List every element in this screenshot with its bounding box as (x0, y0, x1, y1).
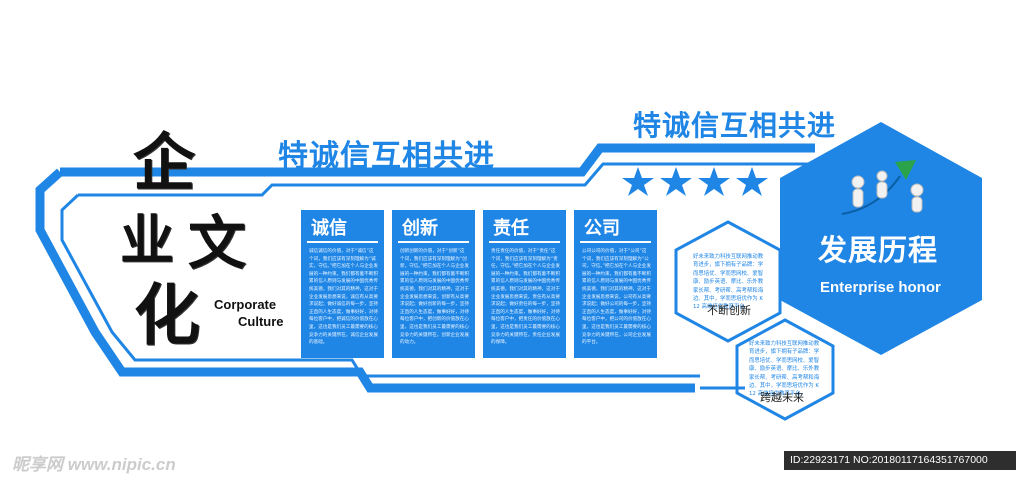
star-icon (736, 167, 768, 196)
title-char-ye: 业 (120, 208, 174, 272)
panel-body: 公司公司的价值，对于“公司”这个词，我们应该有深刻理解为“公司，守信。”把它加在… (582, 249, 651, 346)
hex-small-1-caption: 不断创新 (707, 304, 751, 317)
panel-company: 公司 公司公司的价值，对于“公司”这个词，我们应该有深刻理解为“公司，守信。”把… (574, 210, 657, 358)
hex-small-1-body: 好未来致力科技互联网推动教育进步，旗下拥有子品牌：学而思培优、学而思网校、爱智康… (693, 254, 764, 311)
hex-small-2-body: 好未来致力科技互联网推动教育进步，旗下拥有子品牌：学而思培优、学而思网校、爱智康… (749, 341, 820, 398)
panel-title: 诚信 (311, 218, 347, 239)
inner-frame-left (60, 193, 700, 378)
growth-arrow-figures-icon (841, 160, 924, 216)
panel-innovation: 创新 创新创新的价值，对于“创新”这个词，我们应该有深刻理解为“创新，守信。”把… (392, 210, 475, 358)
panel-body: 诚信诚信的价值，对于“诚信”这个词，我们应该有深刻理解为“诚实，守信。”把它加在… (309, 249, 378, 346)
panel-title: 创新 (402, 218, 438, 239)
title-char-wen: 文 (188, 209, 247, 277)
title-char-hua: 化 (134, 276, 200, 354)
panel-responsibility: 责任 责任责任的价值，对于“责任”这个词，我们应该有深刻理解为“责任，守信。”把… (483, 210, 566, 358)
slogan-right: 特诚信互相共进 (633, 109, 837, 142)
small-hexagon-outline (674, 220, 782, 343)
corporate-label: Corporate (214, 297, 277, 312)
panel-divider (307, 241, 378, 243)
watermark-right: ID:22923171 NO:20180117164351767000 (790, 454, 988, 466)
panel-integrity: 诚信 诚信诚信的价值，对于“诚信”这个词，我们应该有深刻理解为“诚实，守信。”把… (301, 210, 384, 358)
slogan-left: 特诚信互相共进 (278, 139, 495, 174)
watermark-left: 昵享网 www.nipic.cn (12, 455, 176, 474)
development-hexagon (780, 122, 982, 355)
inner-frame (78, 162, 812, 197)
star-icon (660, 167, 692, 196)
panel-body: 创新创新的价值，对于“创新”这个词，我们应该有深刻理解为“创新，守信。”把它加在… (400, 249, 469, 346)
panel-divider (398, 241, 469, 243)
panel-divider (580, 241, 651, 243)
hex-small-2-caption: 跨越未来 (760, 391, 804, 404)
panel-title: 责任 (493, 218, 529, 239)
star-icons (622, 167, 768, 196)
panel-title: 公司 (584, 218, 620, 239)
watermark-bar (784, 451, 1016, 470)
star-icon (698, 167, 730, 196)
development-subtitle: Enterprise honor (820, 279, 941, 296)
panel-body: 责任责任的价值，对于“责任”这个词，我们应该有深刻理解为“责任，守信。”把它加在… (491, 249, 560, 346)
outer-frame (60, 143, 815, 177)
development-title: 发展历程 (818, 233, 939, 267)
small-hexagon-outline (735, 318, 835, 421)
panel-divider (489, 241, 560, 243)
title-char-qi: 企 (133, 126, 196, 199)
culture-label: Culture (238, 314, 284, 329)
star-icon (622, 167, 654, 196)
outer-frame-left (35, 168, 695, 393)
